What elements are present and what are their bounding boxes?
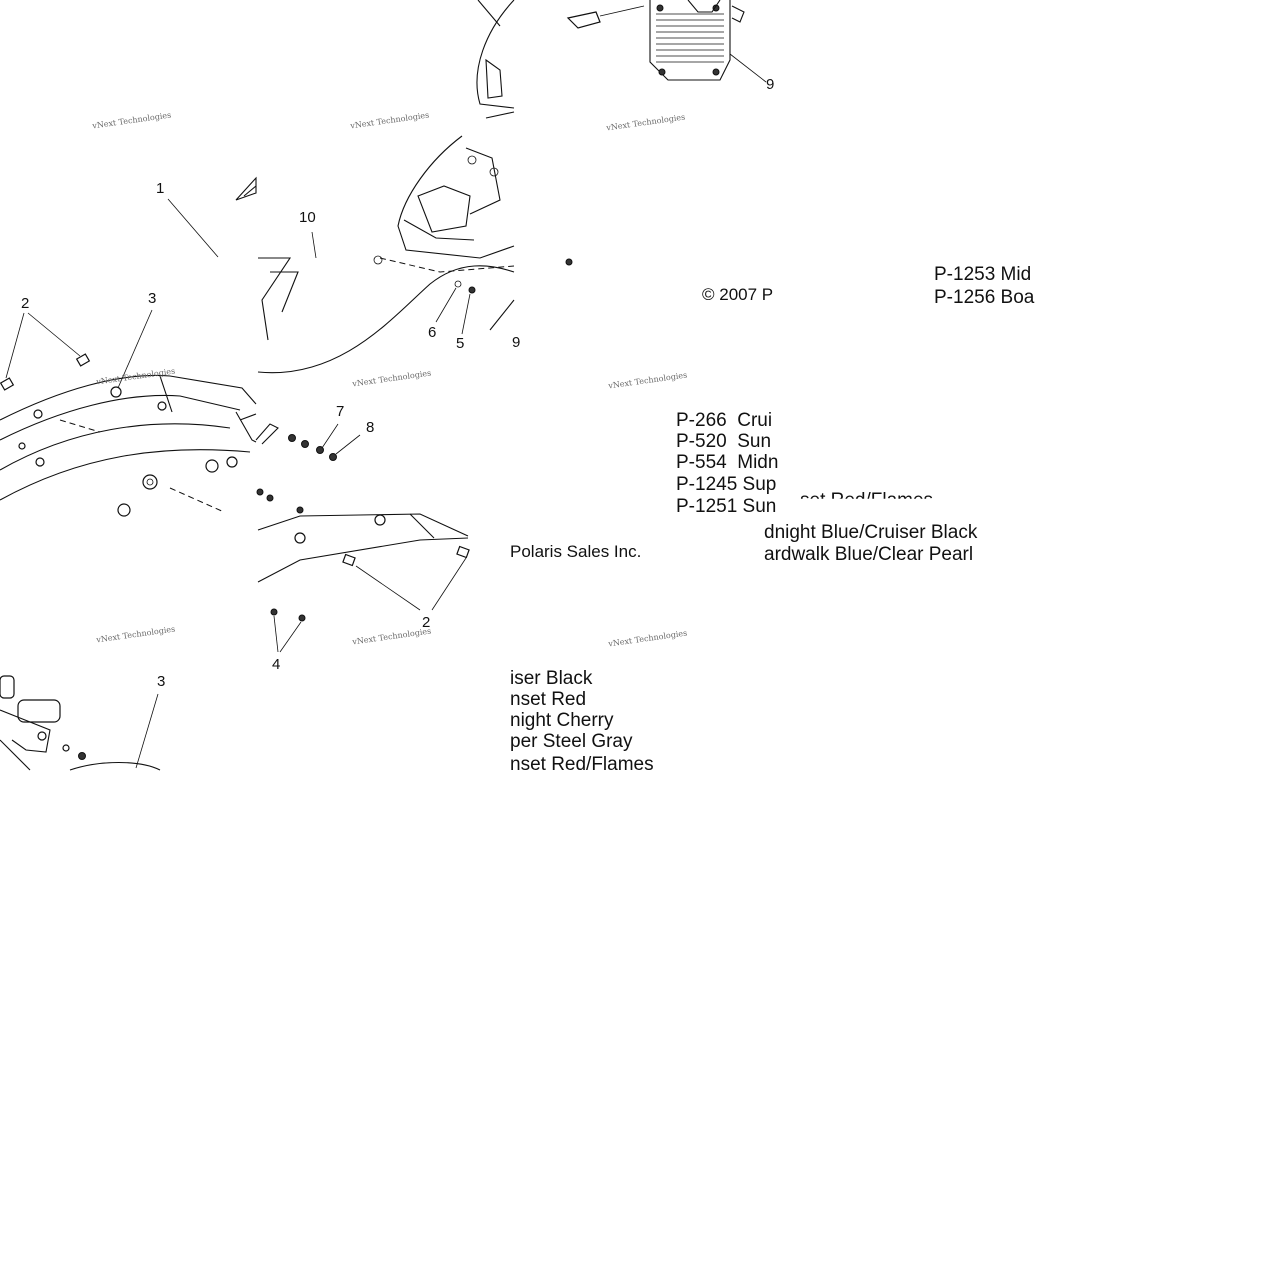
paint-code-7: P-1256 Boa	[934, 287, 1035, 308]
leader-line-10	[311, 231, 317, 259]
callout-9-middle: 9	[512, 334, 521, 351]
taillight-housing	[397, 0, 515, 259]
license-plate-bracket	[566, 0, 767, 83]
bracket-3-lower	[0, 675, 161, 771]
callout-2-top: 2	[21, 295, 30, 312]
callout-4: 4	[272, 656, 281, 673]
leader-line-1	[167, 198, 219, 258]
callout-2-bottom: 2	[422, 614, 431, 631]
headlight-fragment-top	[235, 176, 257, 201]
leader-line-6	[435, 287, 457, 323]
leader-line-3-top	[117, 309, 153, 389]
paint-name-6: dnight Blue/Cruiser Black	[764, 522, 978, 543]
callout-8: 8	[366, 419, 375, 436]
rear-fender-left	[0, 374, 257, 517]
front-fender-panel	[257, 255, 573, 374]
callout-7: 7	[336, 403, 345, 420]
copyright-fragment-a: © 2007 P	[702, 285, 774, 304]
paint-code-1: P-266 Crui	[676, 410, 773, 431]
paint-code-6: P-1253 Mid	[934, 264, 1032, 285]
callout-6: 6	[428, 324, 437, 341]
fender-strut	[257, 513, 470, 611]
paint-name-7: ardwalk Blue/Clear Pearl	[764, 544, 974, 565]
callout-10: 10	[299, 209, 316, 226]
callout-1: 1	[156, 180, 165, 197]
callout-3-bottom: 3	[157, 673, 166, 690]
leader-line-5	[461, 293, 471, 335]
nuts-4	[270, 608, 306, 653]
paint-code-5: P-1251 Sun	[676, 496, 777, 517]
paint-name-1: iser Black	[510, 668, 593, 689]
paint-fragment-overlap: set Red/Flames	[800, 490, 934, 511]
copyright-fragment-b: Polaris Sales Inc.	[510, 542, 642, 561]
paint-code-2: P-520 Sun	[676, 431, 772, 452]
callout-3-top: 3	[148, 290, 157, 307]
bolts-2-left	[0, 312, 91, 391]
paint-code-3: P-554 Midn	[676, 452, 779, 473]
callout-9-top: 9	[766, 76, 775, 93]
paint-name-4: per Steel Gray	[510, 731, 633, 752]
paint-name-2: nset Red	[510, 689, 587, 710]
callout-5: 5	[456, 335, 465, 352]
paint-code-4: P-1245 Sup	[676, 474, 777, 495]
paint-name-5: nset Red/Flames	[510, 754, 654, 775]
hardware-7-8	[255, 423, 361, 514]
paint-name-3: night Cherry	[510, 710, 614, 731]
